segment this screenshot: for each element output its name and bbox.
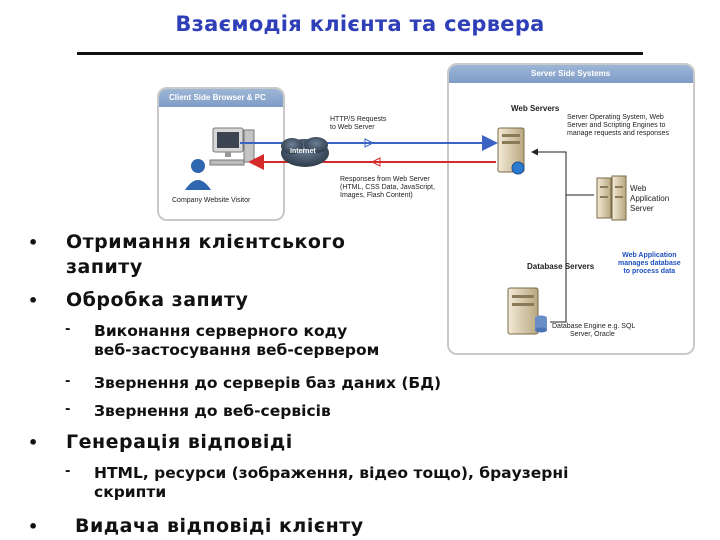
server-panel: Server Side Systems	[447, 63, 695, 355]
bullet-dash-icon: -	[65, 322, 71, 337]
bullet-send-response: • Видача відповіді клієнту	[28, 515, 364, 537]
bullet-dash-icon: -	[65, 402, 71, 417]
web-servers-label: Web Servers	[511, 104, 560, 113]
bullet-receive-request: • Отримання клієнтського запиту	[28, 231, 346, 278]
database-servers-label: Database Servers	[527, 262, 595, 271]
bullet-dot-icon: •	[28, 233, 39, 252]
subbullet-execute-code: - Виконання серверного коду веб-застосув…	[65, 322, 380, 359]
subbullet-web-services: - Звернення до веб-сервісів	[65, 402, 331, 420]
bullet-dot-icon: •	[28, 517, 39, 536]
request-label: HTTP/S Requests to Web Server	[330, 116, 387, 131]
web-servers-desc: Server Operating System, Web Server and …	[567, 114, 669, 137]
slide-title: Взаємодія клієнта та сервера	[175, 12, 545, 36]
subbullet-html-resources: - HTML, ресурси (зображення, відео тощо)…	[65, 464, 569, 501]
web-app-server-label: Web Application Server	[630, 184, 670, 213]
bullet-generate-response: • Генерація відповіді	[28, 431, 293, 453]
internet-label: Internet	[290, 148, 316, 155]
bullet-dot-icon: •	[28, 433, 39, 452]
bullet-process-request: • Обробка запиту	[28, 289, 249, 311]
title-underline	[77, 52, 643, 55]
web-app-note: Web Application manages database to proc…	[618, 252, 681, 275]
bullet-dash-icon: -	[65, 464, 71, 479]
response-label: Responses from Web Server (HTML, CSS Dat…	[340, 176, 435, 199]
bullet-dot-icon: •	[28, 291, 39, 310]
client-label: Company Website Visitor	[172, 197, 251, 204]
subbullet-database-access: - Звернення до серверів баз даних (БД)	[65, 374, 442, 392]
bullet-dash-icon: -	[65, 374, 71, 389]
client-panel-title: Client Side Browser & PC	[159, 89, 283, 107]
server-panel-title: Server Side Systems	[449, 65, 693, 83]
database-engine-desc: Database Engine e.g. SQL Server, Oracle	[552, 323, 636, 338]
